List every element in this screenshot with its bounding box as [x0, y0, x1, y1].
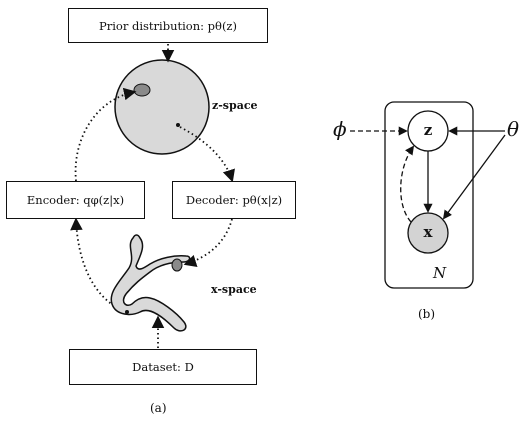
- prior-distribution-box: Prior distribution: pθ(z): [68, 8, 268, 43]
- encoder-box: Encoder: qφ(z|x): [6, 181, 145, 219]
- theta-label: θ: [507, 117, 520, 141]
- z-space-label: z-space: [212, 99, 258, 112]
- z-space-sphere: [114, 59, 210, 155]
- node-z-label: z: [423, 121, 433, 139]
- caption-b: (b): [418, 307, 436, 321]
- edge-theta-to-x: [442, 134, 506, 220]
- z-space-blob: [133, 83, 151, 97]
- decoder-to-x-arrow: [183, 218, 233, 267]
- x-point: [125, 310, 129, 314]
- node-x: [407, 212, 449, 254]
- decoder-box: Decoder: pθ(x|z): [172, 181, 296, 219]
- x-space-manifold: [110, 234, 191, 332]
- caption-a: (a): [150, 401, 167, 415]
- encoder-to-z-arrow: [74, 87, 137, 182]
- phi-label: ϕ: [333, 117, 347, 141]
- z-point: [176, 123, 180, 127]
- x-space-label: x-space: [211, 283, 257, 296]
- dataset-box: Dataset: D: [69, 349, 257, 385]
- plate-n-label: N: [433, 264, 447, 282]
- node-x-label: x: [423, 223, 433, 241]
- x-space-blob: [171, 258, 183, 272]
